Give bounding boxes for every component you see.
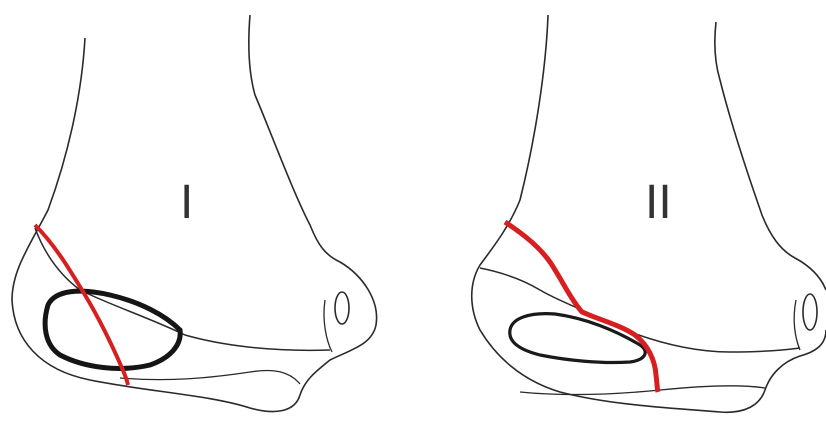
panel-1: I — [12, 15, 377, 412]
fracture-line-2 — [505, 222, 658, 392]
panel-label-1: I — [180, 176, 193, 229]
bone-contour-lower-2 — [520, 386, 765, 395]
bone-contour-right-2 — [794, 300, 800, 350]
bone-outline-right-2 — [715, 22, 826, 290]
fossa-loop-1 — [45, 291, 180, 368]
fossa-loop-2 — [510, 314, 645, 363]
panel-2: II — [472, 15, 826, 412]
small-foramen-2 — [803, 294, 817, 330]
small-foramen-1 — [335, 292, 349, 324]
bone-contour-lower-1 — [120, 371, 300, 385]
bone-outline-1 — [12, 15, 377, 412]
panel-label-2: II — [645, 176, 672, 229]
bone-contour-right-1 — [324, 300, 332, 352]
